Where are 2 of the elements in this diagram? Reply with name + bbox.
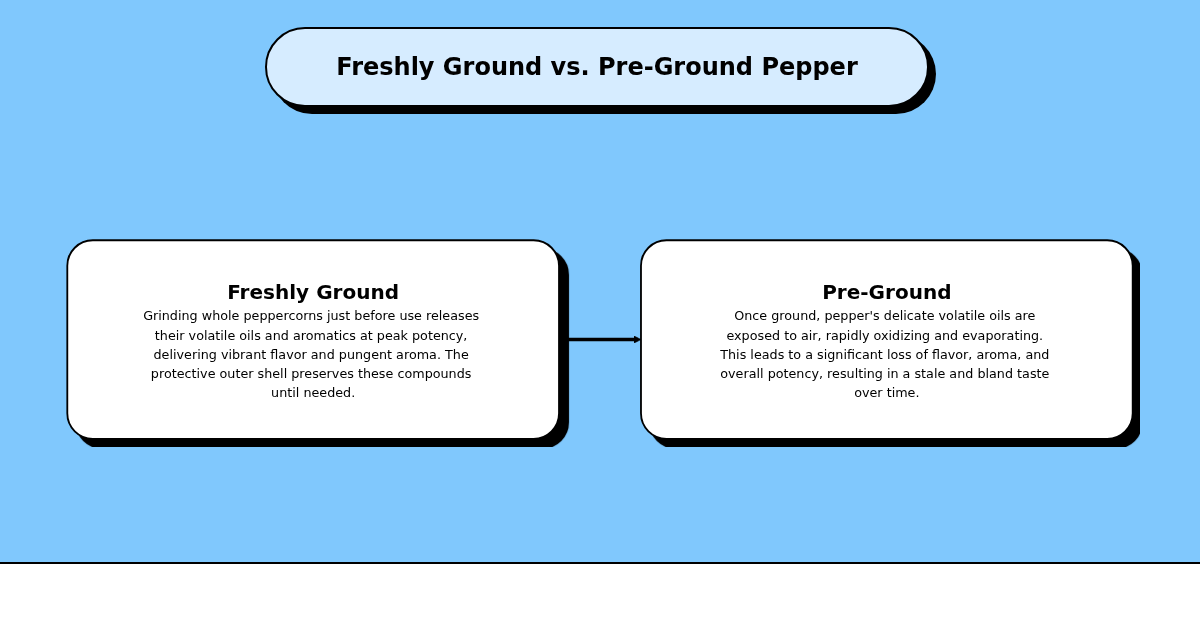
text-card: Pre-Ground Once ground, pepper's delicate volatile oils are exposed to air, rapidly oxidizing and evaporating. This leads to a significant loss of flavor, aroma, and overall potency, resulting in a stale and bland taste over time. — [640, 239, 1134, 441]
text-card: Freshly Ground Grinding whole peppercorns just before use releases their volatile oils and aromatics at peak potency, delivering vibrant flavor and pungent aroma. The protective outer shell preserves these compounds until needed. — [66, 239, 560, 441]
